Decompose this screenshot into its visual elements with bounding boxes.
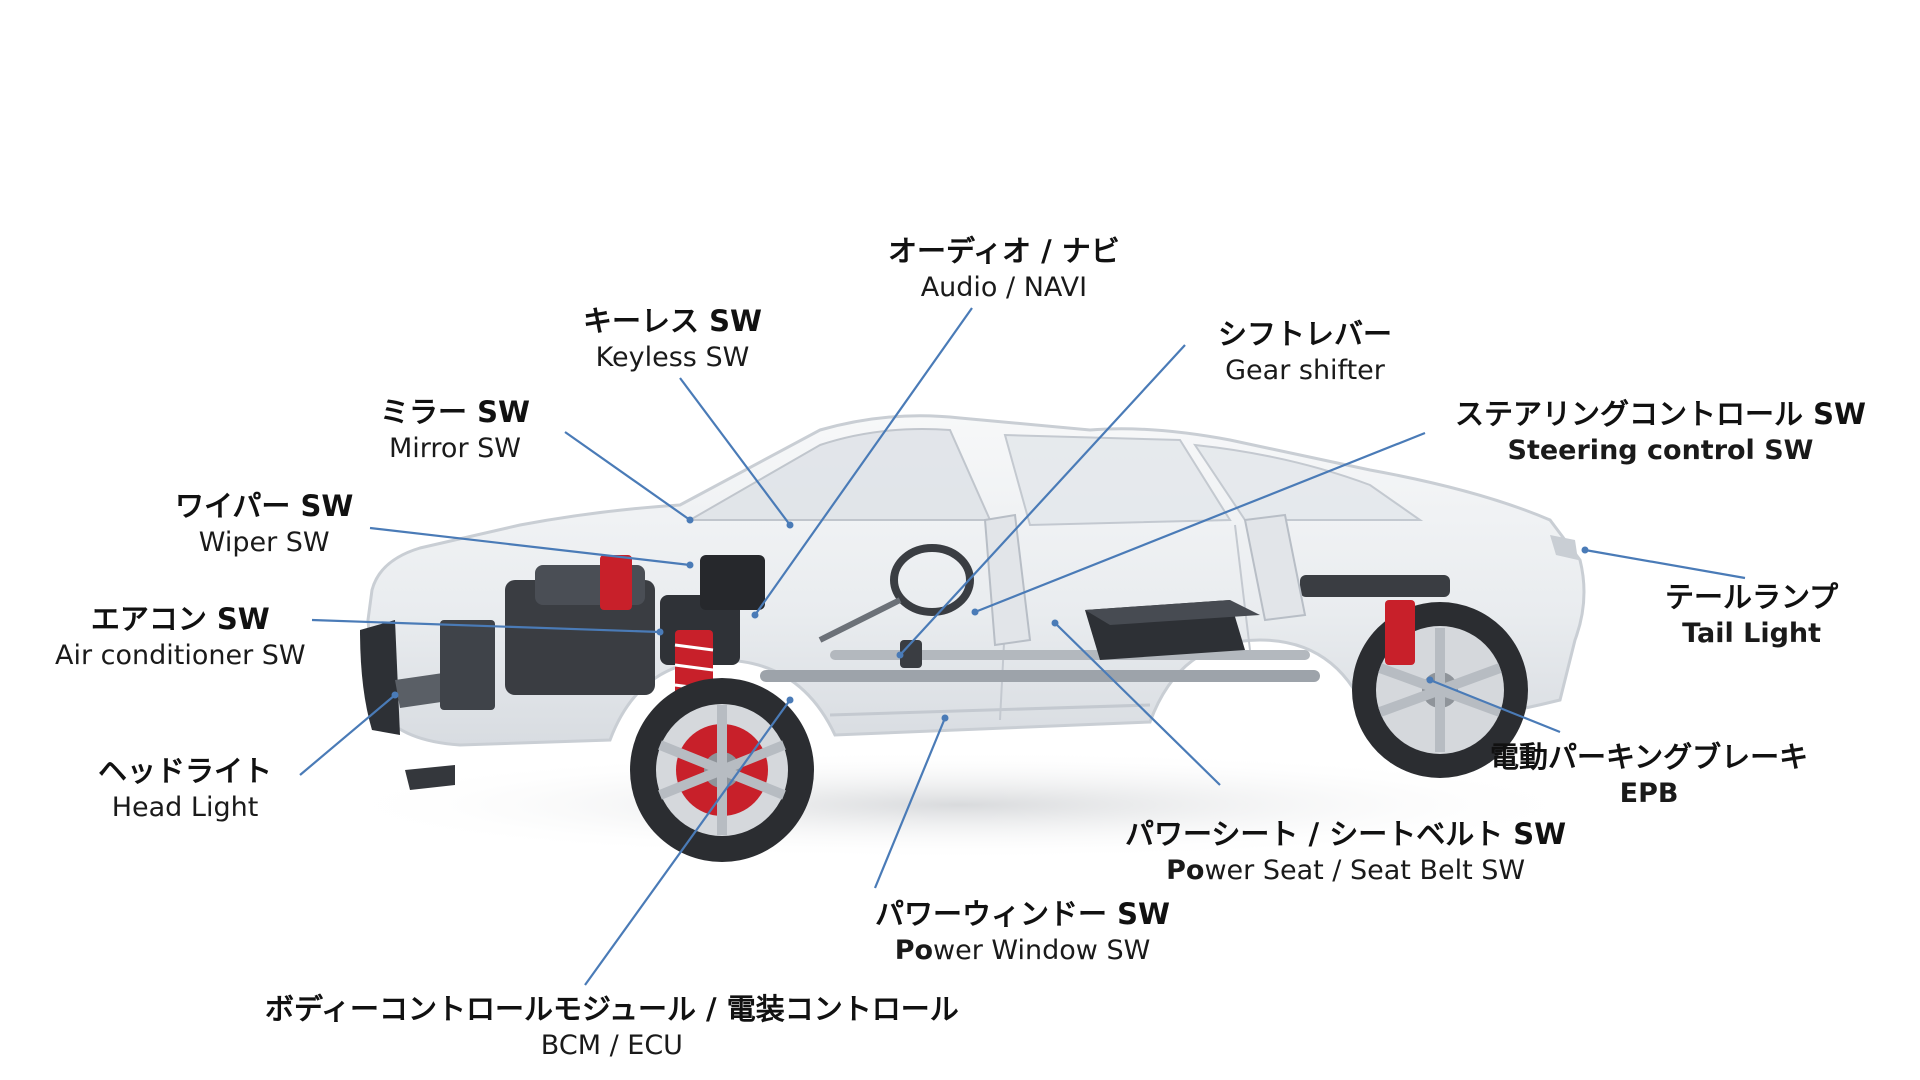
leader-mirror <box>564 431 691 521</box>
label-keyless-sw: キーレス SW Keyless SW <box>583 302 762 376</box>
gear-shifter <box>900 640 922 668</box>
label-en: Power Window SW <box>875 933 1170 969</box>
label-en: Power Seat / Seat Belt SW <box>1125 853 1566 889</box>
exhaust-pipe <box>760 670 1320 682</box>
fuel-tank-top <box>1085 600 1260 625</box>
label-audio-navi: オーディオ / ナビ Audio / NAVI <box>888 232 1120 306</box>
door-line <box>1234 524 1251 651</box>
label-en: Keyless SW <box>595 342 750 374</box>
label-en-bold: Po <box>1166 855 1205 887</box>
leader-shift <box>899 344 1186 656</box>
rear-subframe <box>1300 575 1450 597</box>
label-jp: パワーシート / シートベルト SW <box>1125 817 1567 851</box>
label-en: Wiper SW <box>198 527 330 559</box>
leader-window <box>873 717 947 889</box>
front-wheel <box>630 678 814 862</box>
front-grille <box>360 620 400 735</box>
label-en: EPB <box>1619 778 1679 810</box>
leader-endpoints <box>391 516 1589 722</box>
label-jp: 電動パーキングブレーキ <box>1490 740 1809 774</box>
label-en: Gear shifter <box>1225 355 1385 387</box>
label-wiper-sw: ワイパー SW Wiper SW <box>175 487 353 561</box>
label-jp: オーディオ / ナビ <box>888 234 1120 268</box>
rear-seat <box>1243 513 1307 622</box>
label-bcm-ecu: ボディーコントロールモジュール / 電装コントロール BCM / ECU <box>265 990 959 1064</box>
leader-keyless <box>679 377 791 526</box>
leader-aircon <box>311 618 661 634</box>
leader-epb <box>1429 678 1561 734</box>
label-en: Air conditioner SW <box>55 640 306 672</box>
label-jp: ワイパー SW <box>175 489 354 523</box>
label-en: Mirror SW <box>389 433 521 465</box>
label-power-window-sw: パワーウィンドー SW Power Window SW <box>875 895 1170 969</box>
windshield <box>686 428 992 521</box>
label-en: BCM / ECU <box>540 1030 683 1062</box>
radiator <box>440 620 495 710</box>
leader-bcm <box>584 699 791 986</box>
label-head-light: ヘッドライト Head Light <box>98 752 272 826</box>
front-seat <box>983 513 1032 647</box>
leader-tail <box>1584 548 1746 580</box>
label-en: Tail Light <box>1682 618 1822 650</box>
label-en: Head Light <box>111 792 259 824</box>
steering-column <box>818 597 902 643</box>
leader-audio <box>754 307 973 616</box>
label-steering-control-sw: ステアリングコントロール SW Steering control SW <box>1455 395 1866 469</box>
label-tail-light: テールランプ Tail Light <box>1665 578 1838 652</box>
label-en: Steering control SW <box>1507 435 1814 467</box>
leader-lines <box>299 307 1746 986</box>
label-jp: ミラー SW <box>380 395 530 429</box>
strut-top <box>600 555 632 610</box>
label-jp: ヘッドライト <box>98 754 273 788</box>
rear-spring <box>1385 600 1415 665</box>
leader-seat <box>1054 622 1221 786</box>
leader-steering <box>974 431 1426 614</box>
label-jp: キーレス SW <box>583 304 762 338</box>
label-gear-shifter: シフトレバー Gear shifter <box>1218 315 1392 389</box>
label-mirror-sw: ミラー SW Mirror SW <box>380 393 530 467</box>
side-window <box>1003 433 1232 527</box>
label-en: Audio / NAVI <box>920 272 1088 304</box>
label-jp: パワーウィンドー SW <box>875 897 1170 931</box>
label-en-rest: wer Seat / Seat Belt SW <box>1204 855 1526 887</box>
battery <box>700 555 765 610</box>
label-en-bold: Po <box>894 935 934 967</box>
leader-head <box>299 694 396 776</box>
label-jp: ステアリングコントロール SW <box>1455 397 1866 431</box>
label-jp: シフトレバー <box>1218 317 1393 351</box>
sill-line <box>829 703 1151 717</box>
fog-light <box>405 765 455 790</box>
label-air-conditioner-sw: エアコン SW Air conditioner SW <box>55 600 306 674</box>
leader-wiper <box>369 526 691 567</box>
label-epb: 電動パーキングブレーキ EPB <box>1490 738 1808 812</box>
tail-light <box>1550 535 1578 560</box>
label-power-seat-sw: パワーシート / シートベルト SW Power Seat / Seat Bel… <box>1125 815 1566 889</box>
label-jp: エアコン SW <box>90 602 270 636</box>
label-jp: テールランプ <box>1665 580 1839 614</box>
label-jp: ボディーコントロールモジュール / 電装コントロール <box>265 992 959 1026</box>
label-en-rest: wer Window SW <box>933 935 1151 967</box>
